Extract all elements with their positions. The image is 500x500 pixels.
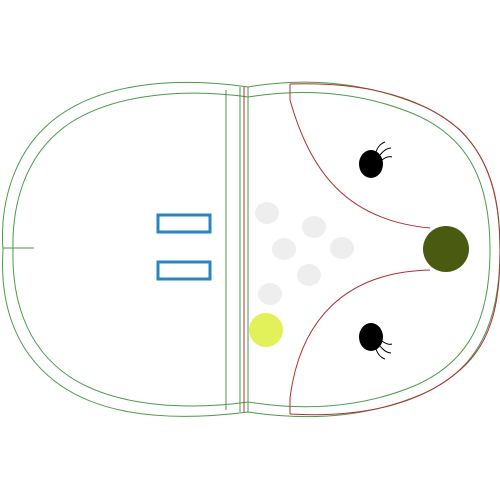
yellow-accent-dot [249, 313, 283, 347]
head-outline [289, 83, 500, 416]
gray-dot [255, 202, 279, 224]
slot-upper [156, 213, 212, 234]
slot-lower [156, 260, 212, 281]
nose [423, 226, 469, 272]
gray-dot [302, 216, 326, 238]
inner-body-outline [12, 92, 491, 408]
eyelashes-upper [375, 141, 393, 161]
eye-lower [359, 323, 383, 351]
lower-face-curve [289, 269, 431, 399]
gray-dot [330, 237, 354, 259]
gray-dot [272, 238, 296, 260]
eye-upper [359, 150, 383, 178]
upper-face-curve [289, 99, 431, 229]
eyelashes-lower [375, 340, 393, 360]
gray-dot [297, 264, 321, 286]
gray-dot [258, 283, 282, 305]
